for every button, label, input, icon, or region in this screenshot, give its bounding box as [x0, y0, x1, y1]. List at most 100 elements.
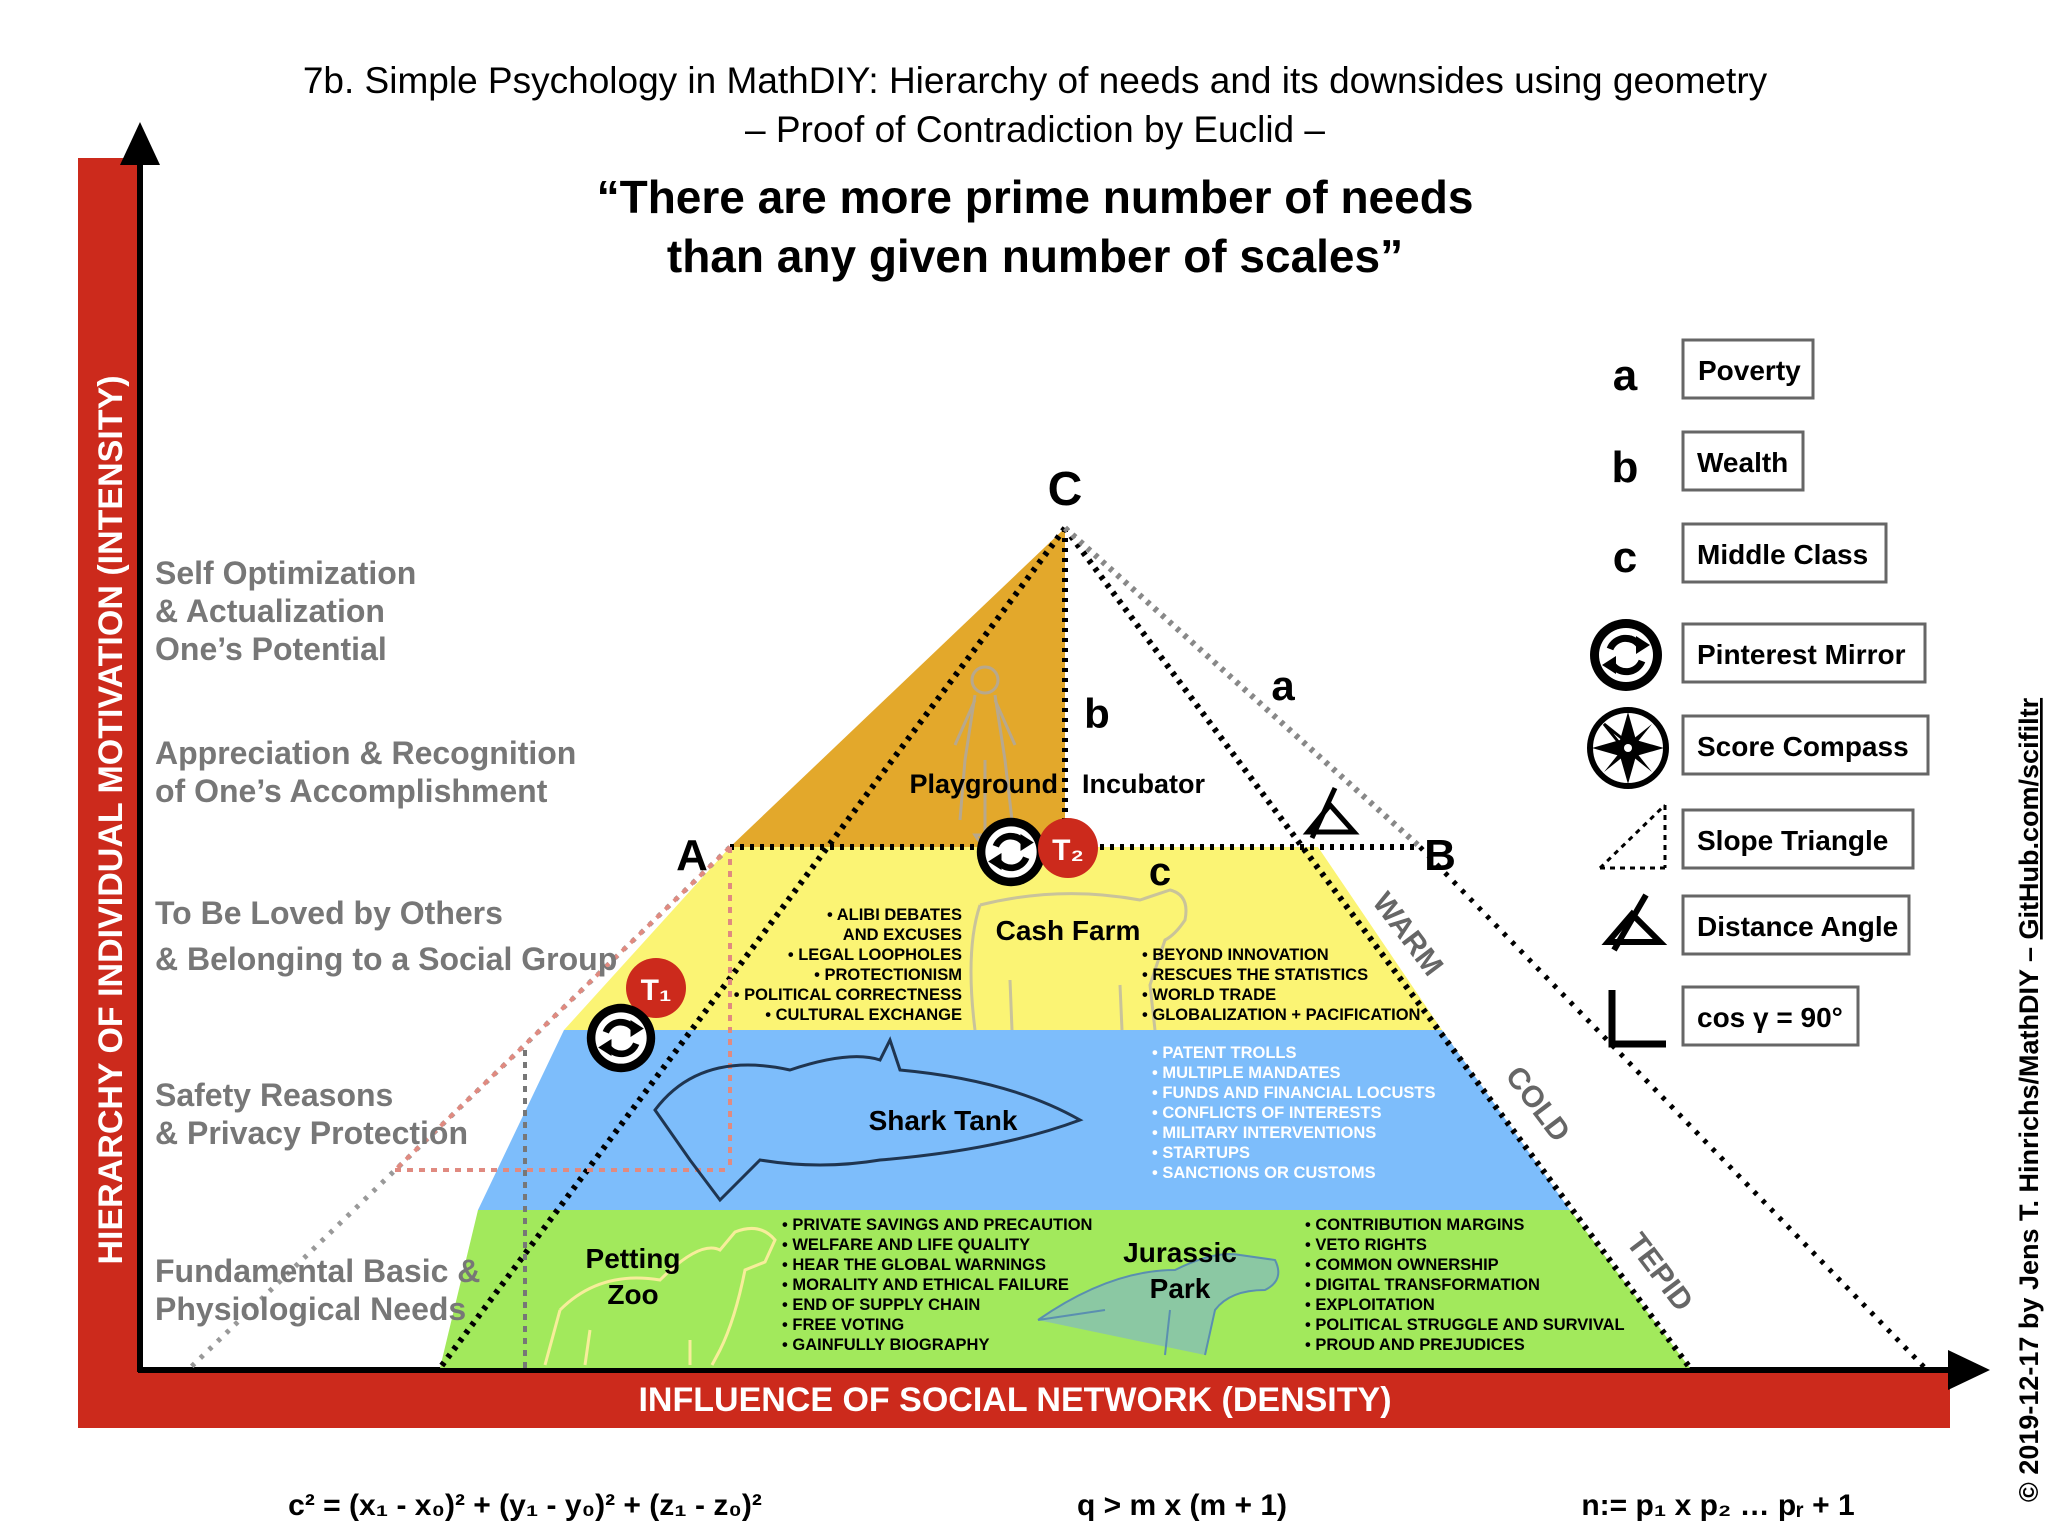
legend-label-pinterest-mirror: Pinterest Mirror	[1697, 639, 1906, 670]
cash-farm-band	[564, 847, 1442, 1030]
list-item: • HEAR THE GLOBAL WARNINGS	[782, 1256, 1046, 1274]
level-3-line-1: To Be Loved by Others	[155, 895, 503, 931]
list-item: • ALIBI DEBATES	[827, 906, 962, 924]
level-5-line-1: Self Optimization	[155, 555, 416, 591]
b-extension-line	[1418, 845, 1927, 1370]
list-item: • END OF SUPPLY CHAIN	[782, 1296, 980, 1314]
x-axis-arrow	[1948, 1350, 1990, 1390]
t1-badge-label: T₁	[641, 974, 672, 1007]
level-4-line-2: of One’s Accomplishment	[155, 773, 548, 809]
level-5-line-2: & Actualization	[155, 593, 385, 629]
level-4-line-1: Appreciation & Recognition	[155, 735, 576, 771]
copyright: © 2019-12-17 by Jens T. Hinrichs/MathDIY…	[2014, 697, 2044, 1502]
dinosaur-silhouette	[1037, 1253, 1280, 1356]
legend: a Poverty b Wealth c Middle Class Pinter…	[1590, 338, 1930, 1048]
legend-box-distance-angle	[1681, 894, 1911, 956]
formula-inequality: q > m x (m + 1)	[1077, 1489, 1287, 1522]
side-c-label: c	[1149, 850, 1171, 894]
petting-zoo-band	[440, 1210, 1690, 1368]
list-item: • PROUD AND PREJUDICES	[1305, 1336, 1525, 1354]
quote-line-2: than any given number of scales”	[667, 230, 1403, 282]
copyright-link[interactable]: GitHub.com/scifiltr	[2014, 697, 2044, 939]
t2-badge-label: T₂	[1052, 834, 1084, 867]
list-item: • FREE VOTING	[782, 1316, 904, 1334]
distance-angle-icon	[1601, 893, 1668, 952]
main-title: 7b. Simple Psychology in MathDIY: Hierar…	[303, 60, 1768, 101]
shark-tank-band	[478, 1030, 1570, 1210]
legend-box-slope-triangle	[1681, 808, 1915, 870]
legend-label-wealth: Wealth	[1697, 447, 1788, 478]
x-axis-label: INFLUENCE OF SOCIAL NETWORK (DENSITY)	[638, 1381, 1391, 1419]
petting-zoo-list: • PRIVATE SAVINGS AND PRECAUTION • WELFA…	[782, 1216, 1092, 1354]
list-item: • FUNDS AND FINANCIAL LOCUSTS	[1152, 1084, 1436, 1102]
list-item: • VETO RIGHTS	[1305, 1236, 1427, 1254]
list-item: • RESCUES THE STATISTICS	[1142, 966, 1368, 984]
list-item: • DIGITAL TRANSFORMATION	[1305, 1276, 1540, 1294]
cash-farm-left-list: • ALIBI DEBATES AND EXCUSES • LEGAL LOOP…	[734, 906, 962, 1024]
side-b-label: b	[1084, 690, 1110, 737]
legend-label-cos-gamma: cos γ = 90°	[1697, 1002, 1843, 1033]
right-angle-icon	[1608, 990, 1666, 1048]
list-item: • EXPLOITATION	[1305, 1296, 1435, 1314]
incubator-label: Incubator	[1082, 769, 1205, 799]
list-item: • MORALITY AND ETHICAL FAILURE	[782, 1276, 1069, 1294]
level-3-line-2: & Belonging to a Social Group	[155, 941, 617, 977]
legend-key-c: c	[1613, 533, 1637, 582]
jurassic-park-line-1: Jurassic	[1123, 1237, 1237, 1268]
legend-label-slope-triangle: Slope Triangle	[1697, 825, 1888, 856]
list-item: • MILITARY INTERVENTIONS	[1152, 1124, 1376, 1142]
copyright-text: © 2019-12-17 by Jens T. Hinrichs/MathDIY…	[2014, 939, 2044, 1502]
vertex-c-label: C	[1048, 463, 1083, 516]
subtitle: – Proof of Contradiction by Euclid –	[745, 109, 1325, 150]
list-item: • COMMON OWNERSHIP	[1305, 1256, 1499, 1274]
vertex-b-label: B	[1424, 831, 1456, 880]
playground-band	[730, 528, 1065, 847]
list-item: • CULTURAL EXCHANGE	[765, 1006, 962, 1024]
shark-tank-label: Shark Tank	[869, 1105, 1018, 1136]
formula-euclid: n:= p₁ x p₂ … pᵣ + 1	[1581, 1489, 1854, 1522]
side-a-label: a	[1271, 662, 1295, 709]
level-1-line-1: Fundamental Basic &	[155, 1253, 480, 1289]
legend-key-b: b	[1612, 443, 1639, 492]
legend-label-middle-class: Middle Class	[1697, 539, 1868, 570]
legend-box-wealth	[1681, 430, 1805, 492]
pyramid-left-edge	[437, 526, 1068, 1370]
list-item: • WORLD TRADE	[1142, 986, 1276, 1004]
legend-box-pinterest-mirror	[1681, 622, 1927, 684]
list-item: • POLITICAL STRUGGLE AND SURVIVAL	[1305, 1316, 1625, 1334]
list-item: • SANCTIONS OR CUSTOMS	[1152, 1164, 1376, 1182]
list-item: • PRIVATE SAVINGS AND PRECAUTION	[782, 1216, 1092, 1234]
level-2-line-2: & Privacy Protection	[155, 1115, 468, 1151]
y-axis-label: HIERARCHY OF INDIVIDUAL MOTIVATION (INTE…	[92, 375, 130, 1264]
shark-silhouette	[653, 1036, 1084, 1203]
cash-farm-right-list: • BEYOND INNOVATION • RESCUES THE STATIS…	[1142, 946, 1420, 1024]
list-item: • STARTUPS	[1152, 1144, 1250, 1162]
pinterest-mirror-icon	[1590, 619, 1662, 691]
formula-distance: c² = (x₁ - x₀)² + (y₁ - y₀)² + (z₁ - z₀)…	[288, 1489, 762, 1522]
t2-mirror-icon	[977, 818, 1045, 886]
list-item: • BEYOND INNOVATION	[1142, 946, 1329, 964]
cow-silhouette	[969, 888, 1188, 1031]
list-item: • WELFARE AND LIFE QUALITY	[782, 1236, 1030, 1254]
list-item: • LEGAL LOOPHOLES	[788, 946, 962, 964]
pyramid-right-edge	[1062, 526, 1693, 1370]
t1-mirror-icon	[587, 1004, 655, 1072]
legend-key-a: a	[1613, 351, 1638, 400]
list-item: • PATENT TROLLS	[1152, 1044, 1297, 1062]
legend-label-poverty: Poverty	[1698, 355, 1801, 386]
quote-line-1: “There are more prime number of needs	[597, 171, 1474, 223]
playground-label: Playground	[909, 769, 1058, 799]
list-item: • MULTIPLE MANDATES	[1152, 1064, 1341, 1082]
list-item: • CONFLICTS OF INTERESTS	[1152, 1104, 1381, 1122]
legend-box-poverty	[1681, 338, 1815, 400]
cash-farm-label: Cash Farm	[996, 915, 1141, 946]
t1-badge	[626, 958, 686, 1018]
dog-silhouette	[543, 1226, 777, 1366]
list-item: • CONTRIBUTION MARGINS	[1305, 1216, 1524, 1234]
legend-label-score-compass: Score Compass	[1697, 731, 1909, 762]
vertex-a-label: A	[676, 831, 708, 880]
list-item: • POLITICAL CORRECTNESS	[734, 986, 962, 1004]
shark-tank-list: • PATENT TROLLS • MULTIPLE MANDATES • FU…	[1152, 1044, 1436, 1182]
